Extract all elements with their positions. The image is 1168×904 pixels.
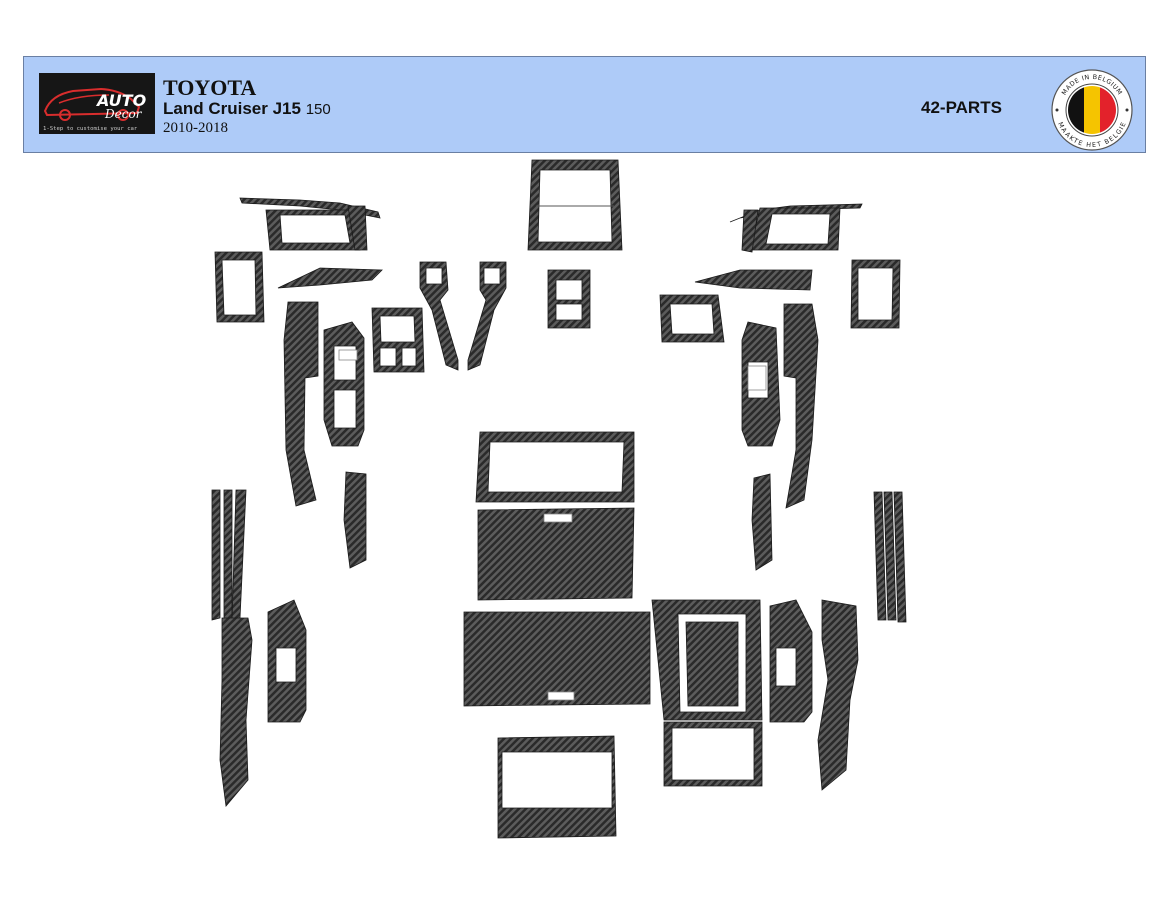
model-code: 150: [305, 101, 331, 118]
trim-part: [467, 261, 507, 371]
trim-part: [783, 303, 819, 509]
trim-part: [239, 197, 381, 219]
trim-part: [883, 491, 897, 621]
product-header: AUTO Decor 1-Step to customise your car …: [23, 56, 1146, 153]
logo-tagline: 1-Step to customise your car: [43, 126, 138, 132]
logo-word-bottom: Decor: [104, 107, 143, 121]
trim-part: [419, 261, 459, 371]
trim-part: [651, 599, 763, 721]
trim-part: [231, 489, 247, 621]
trim-part: [659, 294, 725, 343]
trim-part: [547, 269, 591, 329]
trim-part: [211, 489, 221, 621]
trim-part: [477, 507, 635, 601]
trim-part: [267, 599, 307, 723]
made-in-belgium-badge: MADE IN BELGIUM MAAKTE HET BELGIE: [1049, 67, 1135, 151]
trim-part: [893, 491, 907, 623]
trim-part: [223, 489, 233, 621]
cutout: [338, 349, 358, 361]
brand-title: TOYOTA: [163, 75, 257, 100]
trim-part: [873, 491, 887, 621]
trim-part: [219, 617, 253, 807]
trim-part: [463, 611, 651, 707]
trim-part: [663, 721, 763, 787]
parts-count: 42-PARTS: [921, 98, 1002, 117]
trim-part: [323, 321, 365, 447]
trim-part: [850, 259, 901, 329]
trim-part: [769, 599, 813, 723]
model-name: Land Cruiser J15: [163, 99, 301, 118]
trim-part: [751, 473, 773, 571]
trim-part: [817, 599, 859, 791]
cutout: [747, 365, 767, 391]
trim-part: [371, 307, 425, 373]
trim-part: [283, 301, 319, 507]
model-line: Land Cruiser J15 150: [163, 99, 331, 119]
trim-part: [265, 209, 361, 251]
autodecor-logo: AUTO Decor 1-Step to customise your car: [39, 73, 155, 134]
trim-part: [527, 159, 623, 251]
trim-part: [497, 735, 617, 839]
trim-part: [694, 269, 813, 291]
trim-part: [749, 207, 841, 251]
trim-part: [343, 471, 367, 569]
trim-part: [741, 209, 759, 253]
trim-part: [475, 431, 635, 503]
logo-word-top: AUTO: [95, 91, 147, 110]
belgian-flag-icon: [1068, 86, 1116, 134]
trim-part: [214, 251, 265, 323]
trim-part: [277, 267, 383, 289]
trim-part: [347, 205, 368, 251]
production-years: 2010-2018: [163, 120, 228, 136]
